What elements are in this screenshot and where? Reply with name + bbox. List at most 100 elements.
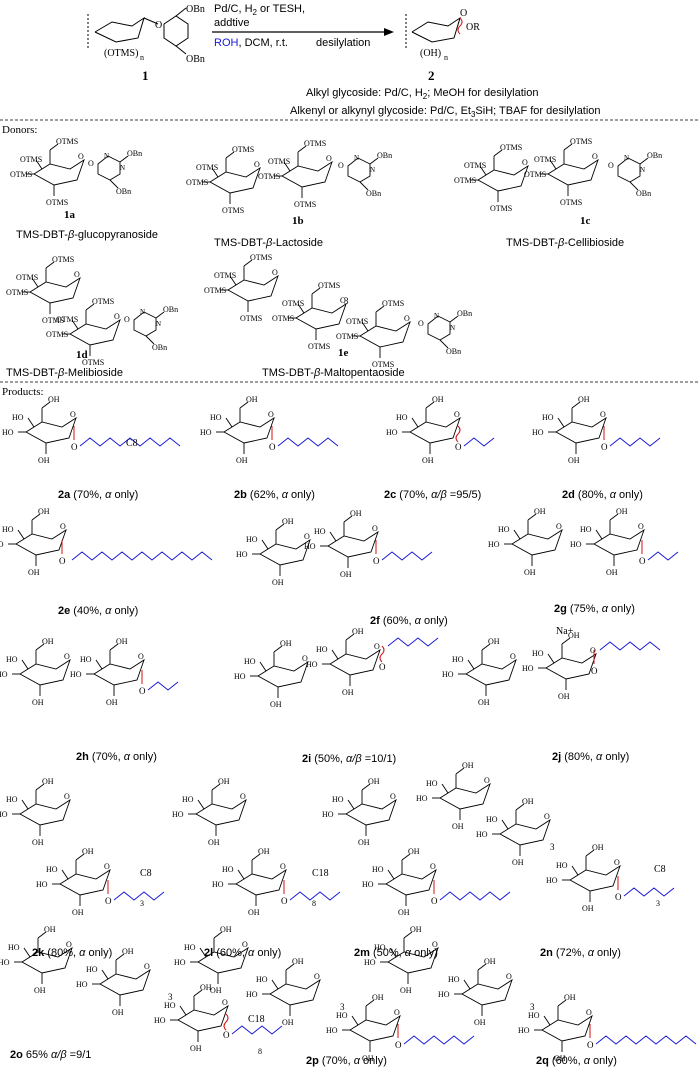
- atom-label: OH: [398, 908, 410, 917]
- product-label-2n: 2n (72%, α only): [540, 947, 621, 959]
- atom-label: HO: [236, 550, 248, 559]
- atom-label: HO: [362, 880, 374, 889]
- atom-label: O: [78, 152, 84, 161]
- product-2-general: O OR (OH) n 2: [405, 8, 480, 83]
- product-label-2j: 2j (80%, α only): [552, 751, 629, 763]
- atom-label: OTMS: [318, 281, 340, 290]
- atom-label: O: [394, 1008, 400, 1017]
- atom-label: OTMS: [534, 155, 556, 164]
- atom-label: OH: [568, 456, 580, 465]
- octadecyl-chain: [289, 891, 341, 901]
- atom-label: O: [64, 792, 70, 801]
- atom-label: OTMS: [250, 253, 272, 262]
- atom-label: N: [450, 324, 455, 332]
- atom-label: OH: [616, 507, 628, 516]
- product-label-2p: 2p (70%, α only): [306, 1055, 387, 1067]
- atom-label: N: [140, 308, 145, 316]
- product-label-2m: 2m (50%, α only): [354, 947, 438, 959]
- atom-label: OH: [606, 568, 618, 577]
- repeat-count: 3: [140, 899, 144, 908]
- octyl-chain: [113, 891, 165, 901]
- atom-label: OTMS: [10, 170, 32, 179]
- product-label: 2: [428, 68, 435, 83]
- atom-label: O: [302, 654, 308, 663]
- atom-label: O: [544, 812, 550, 821]
- atom-label: O: [590, 646, 596, 655]
- atom-label: OH: [568, 631, 580, 640]
- benzyl: [599, 641, 661, 651]
- atom-label: HO: [528, 1011, 540, 1020]
- atom-label: OTMS: [222, 206, 244, 215]
- atom-label: O: [484, 776, 490, 785]
- atom-label: OTMS: [570, 137, 592, 146]
- sm-o: O: [155, 20, 162, 31]
- atom-label: HO: [542, 413, 554, 422]
- product-label-2o: 2o 65% α/β =9/1: [10, 1049, 91, 1061]
- atom-label: OBn: [163, 305, 178, 314]
- donor-id: 1c: [580, 215, 591, 227]
- atom-label: OTMS: [282, 299, 304, 308]
- products-heading: Products:: [2, 386, 44, 398]
- sm-label: 1: [142, 68, 149, 83]
- sm-subscript: n: [140, 53, 144, 62]
- conditions-line1: Pd/C, H: [214, 3, 253, 15]
- atom-label: OH: [410, 925, 422, 934]
- glycosidic-oxygen: O: [105, 896, 112, 906]
- atom-label: OH: [352, 627, 364, 636]
- anomeric-bond: [455, 425, 461, 443]
- atom-label: O: [374, 642, 380, 651]
- atom-label: OH: [368, 777, 380, 786]
- atom-label: OTMS: [500, 143, 522, 152]
- atom-label: HO: [386, 428, 398, 437]
- counterion: Na+: [556, 626, 574, 637]
- atom-label: O: [404, 314, 410, 323]
- atom-label: OH: [122, 947, 134, 956]
- atom-label: OTMS: [454, 176, 476, 185]
- atom-label: N: [354, 154, 359, 162]
- atom-label: O: [138, 652, 144, 661]
- atom-label: OH: [592, 843, 604, 852]
- atom-label: OH: [72, 908, 84, 917]
- atom-label: OH: [422, 456, 434, 465]
- atom-label: O: [88, 159, 94, 168]
- atom-label: HO: [46, 865, 58, 874]
- atom-label: OH: [340, 570, 352, 579]
- atom-label: OH: [524, 568, 536, 577]
- atom-label: OTMS: [268, 157, 290, 166]
- product-label-2k: 2k (80%, α only): [32, 947, 112, 959]
- atom-label: HO: [332, 795, 344, 804]
- atom-label: OTMS: [46, 198, 68, 207]
- atom-label: OH: [48, 395, 60, 404]
- sm-obn-top: OBn: [186, 4, 205, 15]
- glycosidic-oxygen: O: [587, 1040, 594, 1050]
- atom-label: HO: [222, 865, 234, 874]
- atom-label: HO: [0, 540, 4, 549]
- isopropyl: [463, 437, 495, 447]
- atom-label: HO: [172, 810, 184, 819]
- atom-label: HO: [246, 535, 258, 544]
- atom-label: OTMS: [82, 358, 104, 367]
- atom-label: HO: [36, 880, 48, 889]
- donor-name: TMS-DBT-β-Melibioside: [6, 367, 123, 379]
- glycosidic-oxygen: O: [373, 556, 380, 566]
- repeat-count: 8: [312, 899, 316, 908]
- atom-label: OTMS: [308, 342, 330, 351]
- isopropyl: [647, 551, 679, 561]
- atom-label: OH: [246, 395, 258, 404]
- atom-label: OTMS: [560, 198, 582, 207]
- atom-label: HO: [212, 880, 224, 889]
- atom-label: OTMS: [204, 286, 226, 295]
- atom-label: OTMS: [92, 297, 114, 306]
- atom-label: O: [280, 862, 286, 871]
- starting-material-1: (OTMS) n O OBn OBn 1: [87, 4, 205, 83]
